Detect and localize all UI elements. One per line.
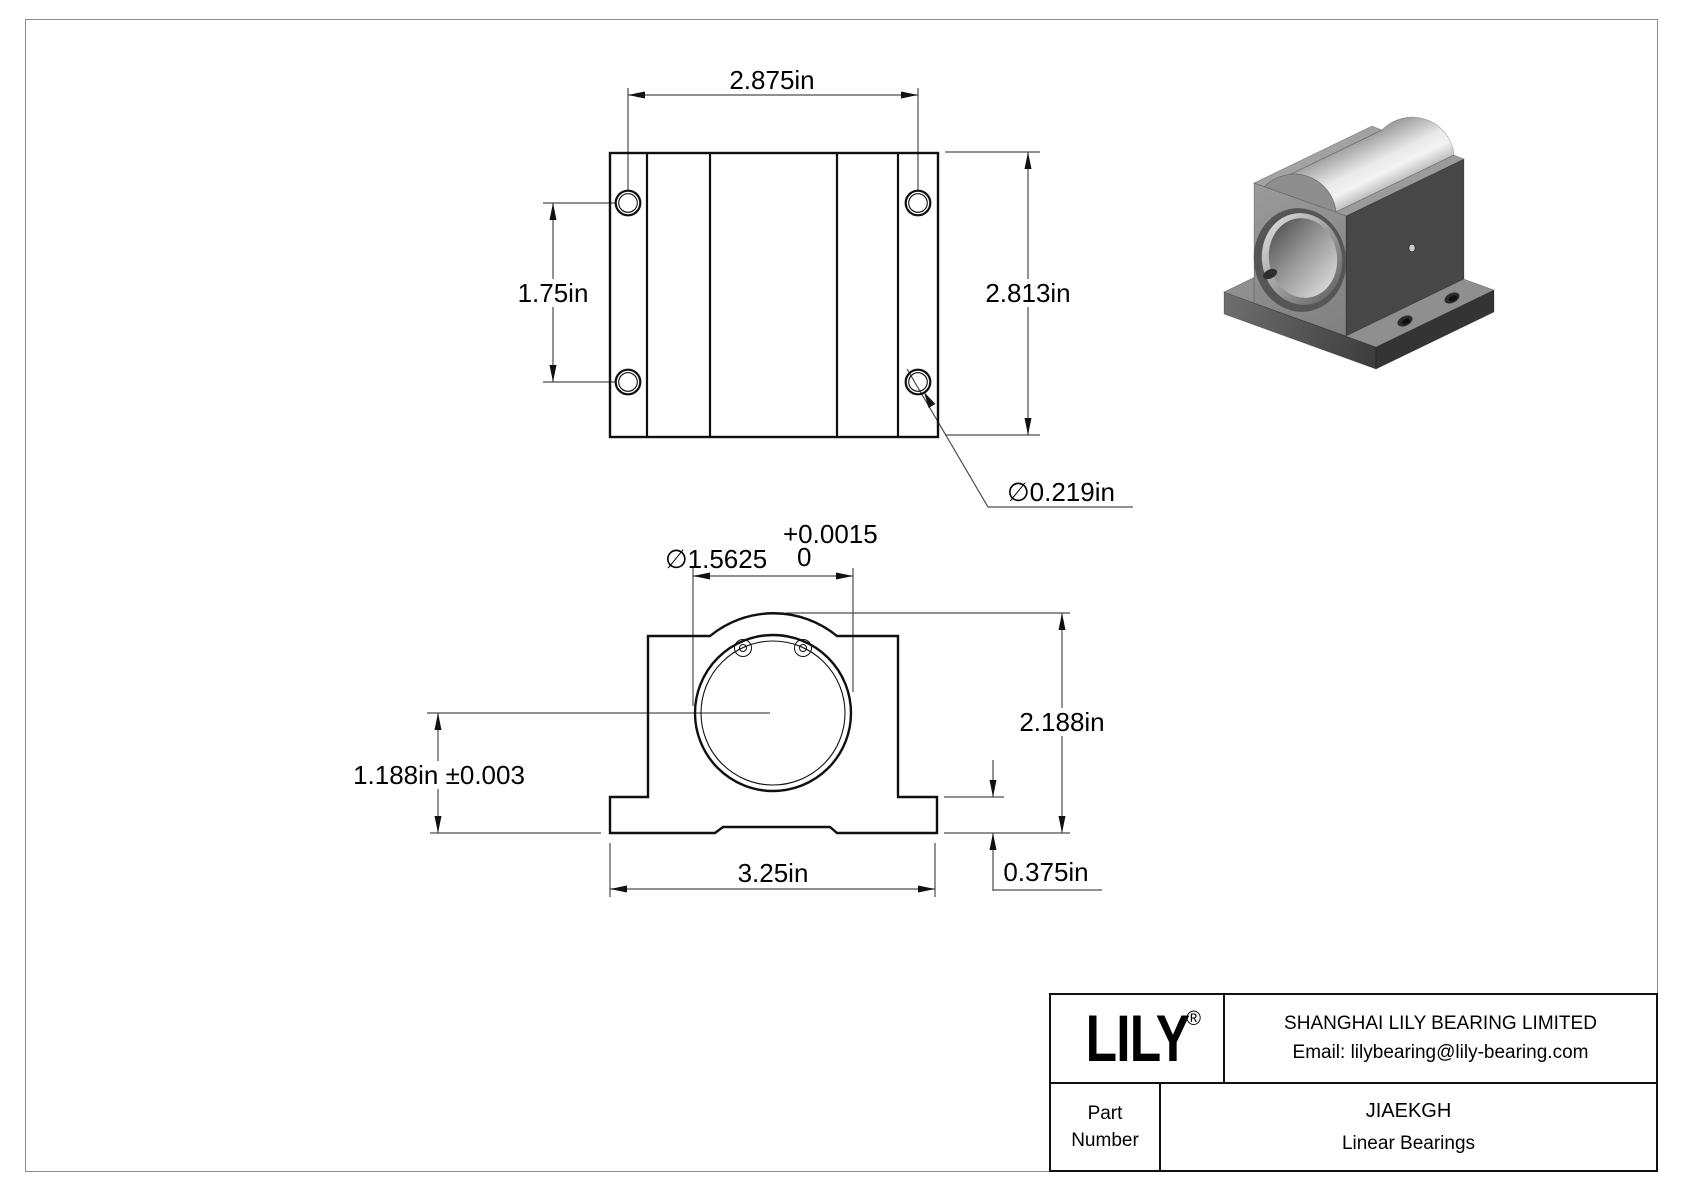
part-label-line2: Number: [1071, 1129, 1139, 1151]
bore-tolerance-lower: 0: [797, 542, 812, 572]
dim-center-height-label: 1.188in ±0.003: [349, 761, 529, 789]
logo-cell: LILY ®: [1051, 995, 1225, 1082]
part-category: Linear Bearings: [1341, 1133, 1476, 1155]
dim-base-width-label: 3.25in: [737, 858, 809, 888]
part-number-value: JIAEKGH: [1365, 1100, 1452, 1123]
company-email: Email: lilybearing@lily-bearing.com: [1292, 1042, 1589, 1064]
dim-base-thickness-label: 0.375in: [1003, 857, 1089, 887]
lily-logo: LILY: [1085, 1001, 1189, 1076]
bearing-sleeve-circle: [700, 640, 846, 786]
registered-trademark-icon: ®: [1186, 1008, 1201, 1030]
bore-3d: [1253, 208, 1347, 312]
dimension-arrows-top: [549, 91, 1032, 435]
title-block: LILY ® SHANGHAI LILY BEARING LIMITED Ema…: [1049, 993, 1658, 1172]
bore-tolerance-upper: +0.0015: [783, 519, 878, 549]
flange-holes-3d: [1262, 243, 1460, 327]
part-number-label-cell: Part Number: [1051, 1083, 1161, 1170]
dim-hole-pitch-label: 1.75in: [513, 279, 593, 307]
part-3d-render: [1222, 116, 1496, 370]
company-cell: SHANGHAI LILY BEARING LIMITED Email: lil…: [1225, 995, 1656, 1082]
dim-bore-tolerance-stack: +0.0015 0: [783, 519, 878, 572]
sheet-border: [25, 19, 1658, 1172]
dimension-arrows-front: [434, 572, 1066, 893]
retaining-ring-hole: [739, 644, 747, 652]
bore-circle: [693, 633, 853, 793]
dim-overall-height-top-label: 2.813in: [981, 279, 1075, 307]
part-number-cell: JIAEKGH Linear Bearings: [1161, 1084, 1656, 1171]
dim-bore-dia-label: ∅1.5625: [665, 544, 768, 574]
top-view-drawing: [543, 88, 1133, 508]
pillow-block-outline: [608, 612, 939, 835]
retaining-ring-hole: [799, 644, 807, 652]
company-name: SHANGHAI LILY BEARING LIMITED: [1284, 1013, 1597, 1035]
front-view-drawing: [427, 568, 1102, 897]
dim-hole-span-label: 2.875in: [729, 65, 815, 95]
dim-mount-hole-dia-label: ∅0.219in: [1007, 477, 1115, 507]
mounting-holes: [614, 189, 932, 396]
dim-overall-height-front-label: 2.188in: [1015, 708, 1109, 736]
part-label-line1: Part: [1087, 1102, 1123, 1124]
